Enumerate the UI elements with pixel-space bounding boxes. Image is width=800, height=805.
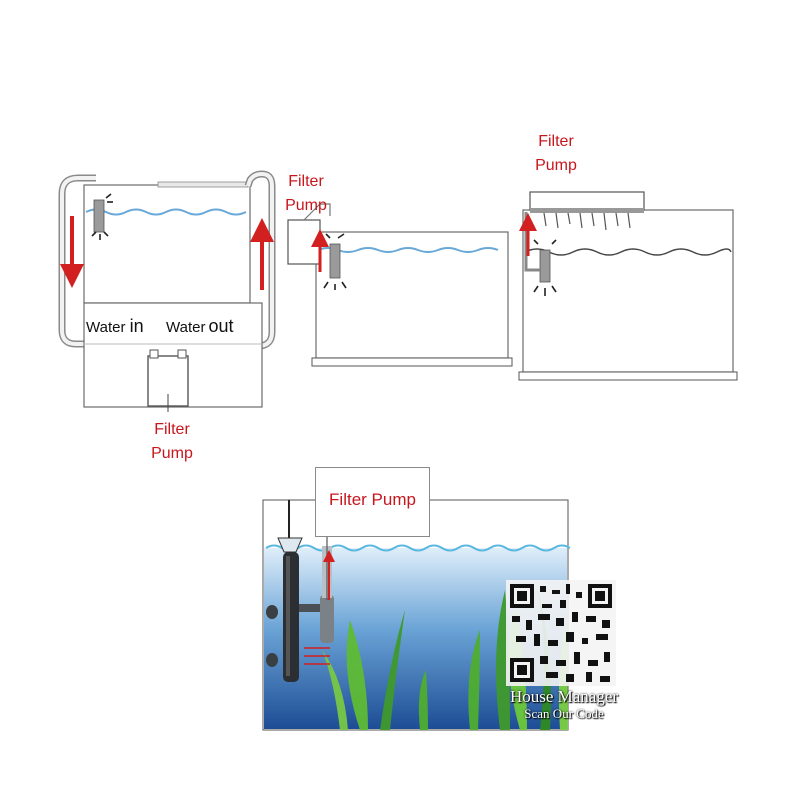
submersible-pump — [266, 500, 334, 682]
upper-tank — [83, 184, 251, 304]
brand-name: House Manager — [509, 687, 619, 706]
water-surface — [85, 208, 247, 216]
top-filter-box — [529, 191, 645, 211]
water-in-label: Water in — [86, 316, 144, 336]
hang-on-filter-pump-label: Filter Pump — [285, 173, 327, 214]
pump-2 — [329, 243, 341, 279]
pump-3 — [539, 249, 551, 283]
qr-code — [506, 580, 616, 686]
aquarium-photo-diagram — [262, 499, 616, 731]
sump-filter-pump-label: Filter Pump — [151, 421, 193, 462]
filter-pump-label: Filter Pump — [329, 490, 416, 509]
hang-on-filter-box — [287, 219, 321, 265]
tank-3-base — [518, 371, 738, 381]
sump-tank-diagram — [58, 170, 276, 412]
hang-on-tank-diagram — [287, 203, 513, 367]
filter-pump-box: Filter Pump — [315, 467, 430, 537]
tank-top-edge — [157, 181, 249, 188]
water-surface-4 — [265, 544, 571, 552]
water-surface-3 — [524, 248, 732, 256]
top-filter-tank-diagram — [518, 191, 738, 381]
top-filter-pump-label: Filter Pump — [535, 133, 577, 174]
brand-watermark: House Manager Scan Our Code — [496, 687, 632, 722]
small-pump — [93, 199, 105, 233]
water-surface-2 — [317, 247, 499, 253]
tank-3 — [522, 209, 734, 373]
tank-2-base — [311, 357, 513, 367]
brand-tagline: Scan Our Code — [524, 706, 604, 721]
